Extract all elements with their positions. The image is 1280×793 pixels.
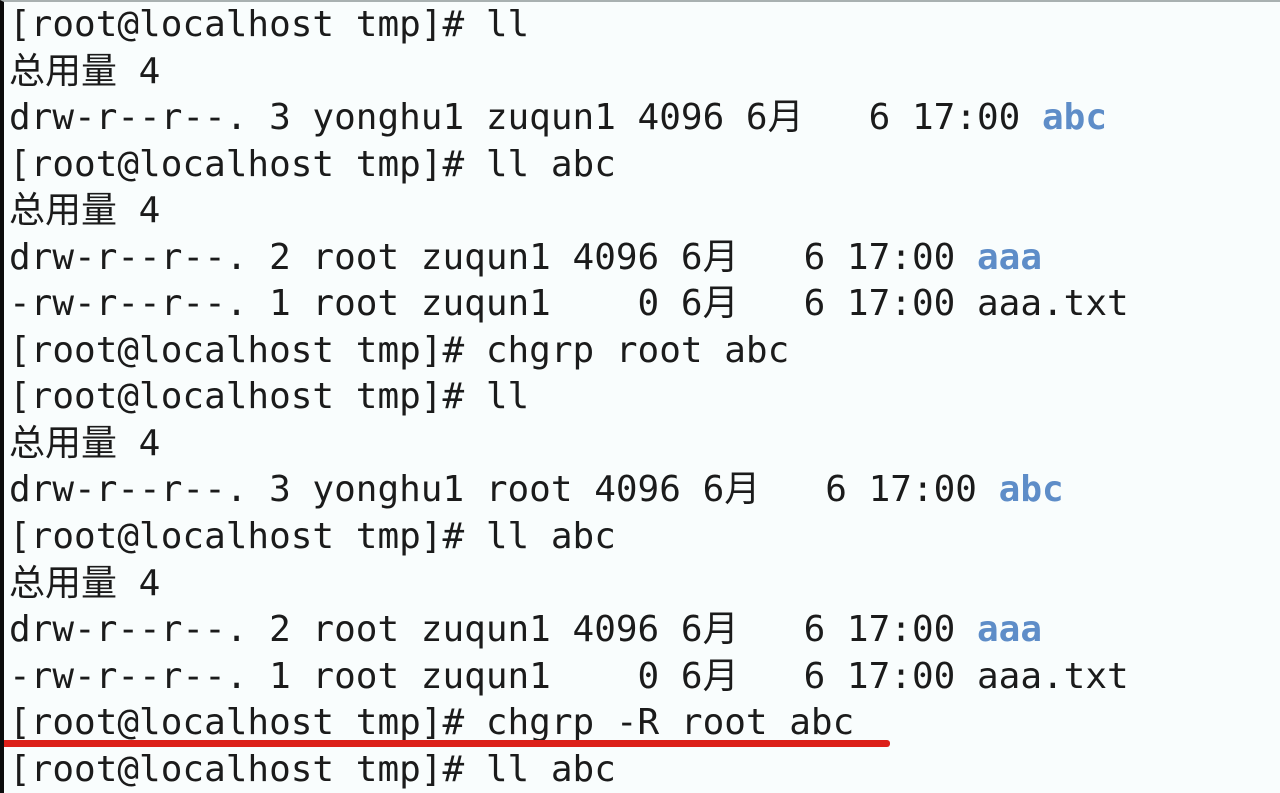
terminal-line: 总用量 4 bbox=[9, 561, 1280, 608]
red-underline-annotation bbox=[4, 740, 890, 748]
shell-prompt-command: [root@localhost tmp]# chgrp root abc bbox=[9, 329, 790, 371]
command-output-text: drw-r--r--. 2 root zuqun1 4096 6月 6 17:0… bbox=[9, 609, 977, 651]
terminal-line: drw-r--r--. 2 root zuqun1 4096 6月 6 17:0… bbox=[9, 607, 1280, 654]
terminal-line: [root@localhost tmp]# chgrp -R root abc bbox=[4, 700, 1280, 748]
terminal-line: [root@localhost tmp]# ll bbox=[9, 2, 1280, 49]
command-output-text: 总用量 4 bbox=[9, 562, 161, 604]
terminal-line: drw-r--r--. 2 root zuqun1 4096 6月 6 17:0… bbox=[9, 235, 1280, 282]
directory-name: aaa bbox=[976, 236, 1043, 278]
shell-prompt-command: [root@localhost tmp]# ll abc bbox=[9, 748, 616, 790]
command-output-text: 总用量 4 bbox=[9, 50, 161, 92]
directory-name: aaa bbox=[976, 609, 1043, 651]
terminal-line: [root@localhost tmp]# ll abc bbox=[9, 142, 1280, 189]
terminal-line: drw-r--r--. 3 yonghu1 zuqun1 4096 6月 6 1… bbox=[9, 95, 1280, 142]
terminal-line: 总用量 4 bbox=[9, 49, 1280, 96]
terminal-line: -rw-r--r--. 1 root zuqun1 0 6月 6 17:00 a… bbox=[9, 281, 1280, 328]
terminal-line: 总用量 4 bbox=[9, 421, 1280, 468]
directory-name: abc bbox=[998, 469, 1064, 511]
terminal-line: [root@localhost tmp]# ll abc bbox=[9, 747, 1280, 793]
terminal-line: -rw-r--r--. 1 root zuqun1 0 6月 6 17:00 a… bbox=[9, 654, 1280, 701]
terminal-line: drw-r--r--. 3 yonghu1 root 4096 6月 6 17:… bbox=[9, 467, 1280, 514]
shell-prompt-command: [root@localhost tmp]# ll bbox=[9, 376, 530, 418]
terminal-line: [root@localhost tmp]# ll abc bbox=[9, 514, 1280, 561]
terminal-line: [root@localhost tmp]# chgrp root abc bbox=[9, 328, 1280, 375]
shell-prompt-command: [root@localhost tmp]# chgrp -R root abc bbox=[9, 702, 855, 744]
command-output-text: 总用量 4 bbox=[9, 190, 161, 232]
command-output-text: drw-r--r--. 3 yonghu1 root 4096 6月 6 17:… bbox=[9, 469, 999, 511]
terminal-line: 总用量 4 bbox=[9, 188, 1280, 235]
command-output-text: 总用量 4 bbox=[9, 422, 161, 464]
shell-prompt-command: [root@localhost tmp]# ll abc bbox=[9, 143, 616, 185]
shell-prompt-command: [root@localhost tmp]# ll abc bbox=[9, 516, 616, 558]
command-output-text: drw-r--r--. 2 root zuqun1 4096 6月 6 17:0… bbox=[9, 236, 977, 278]
command-output-text: drw-r--r--. 3 yonghu1 zuqun1 4096 6月 6 1… bbox=[9, 97, 1042, 139]
shell-prompt-command: [root@localhost tmp]# ll bbox=[9, 4, 530, 45]
directory-name: abc bbox=[1042, 97, 1108, 139]
command-output-text: -rw-r--r--. 1 root zuqun1 0 6月 6 17:00 a… bbox=[9, 283, 1129, 325]
terminal-line: [root@localhost tmp]# ll bbox=[9, 374, 1280, 421]
command-output-text: -rw-r--r--. 1 root zuqun1 0 6月 6 17:00 a… bbox=[9, 655, 1129, 697]
